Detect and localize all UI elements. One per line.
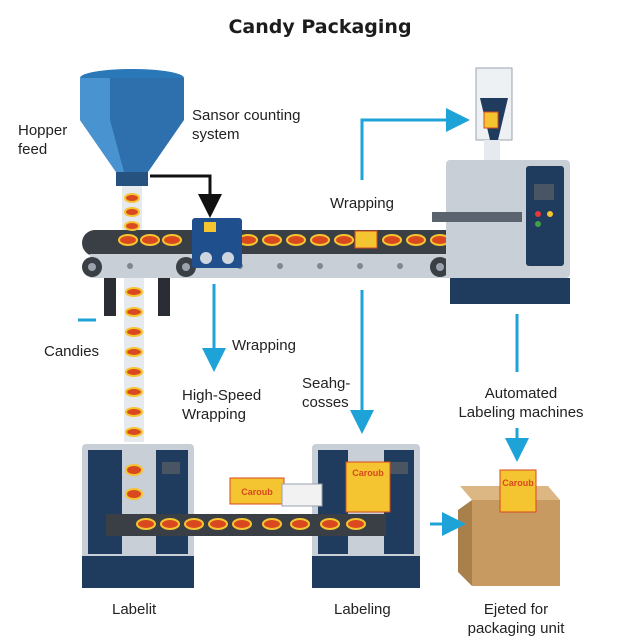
hopper-icon bbox=[80, 69, 184, 234]
cardboard-box-icon: Caroub bbox=[458, 469, 560, 586]
packet-brand: Caroub bbox=[502, 478, 534, 488]
candy-packet-icon: Caroub bbox=[345, 461, 391, 513]
hopper-to-sensor-arrow bbox=[150, 174, 222, 218]
packet-brand: Caroub bbox=[352, 468, 384, 478]
diagram-title: Candy Packaging bbox=[228, 16, 412, 38]
wrapping-machine-icon bbox=[432, 67, 570, 304]
hopper-candy-stream bbox=[124, 193, 140, 231]
label-wrapping-top: Wrapping bbox=[330, 195, 394, 212]
label-labelit: Labelit bbox=[112, 601, 157, 618]
label-candies: Candies bbox=[44, 343, 100, 360]
sensor-box-icon bbox=[192, 218, 242, 268]
label-labeling: Labeling bbox=[334, 601, 391, 618]
candy-column bbox=[124, 278, 144, 442]
label-wrapping-mid: Wrapping bbox=[232, 337, 296, 354]
label-seahg: Seahg-cosses bbox=[302, 375, 351, 411]
labeling-machine-icon: Caroub Caroub bbox=[229, 444, 420, 588]
arrow-to-top-wrapper bbox=[360, 108, 470, 180]
labelit-machine-icon bbox=[82, 444, 256, 588]
candy-packet-icon: Caroub bbox=[229, 477, 285, 505]
packet-brand: Caroub bbox=[241, 487, 273, 497]
